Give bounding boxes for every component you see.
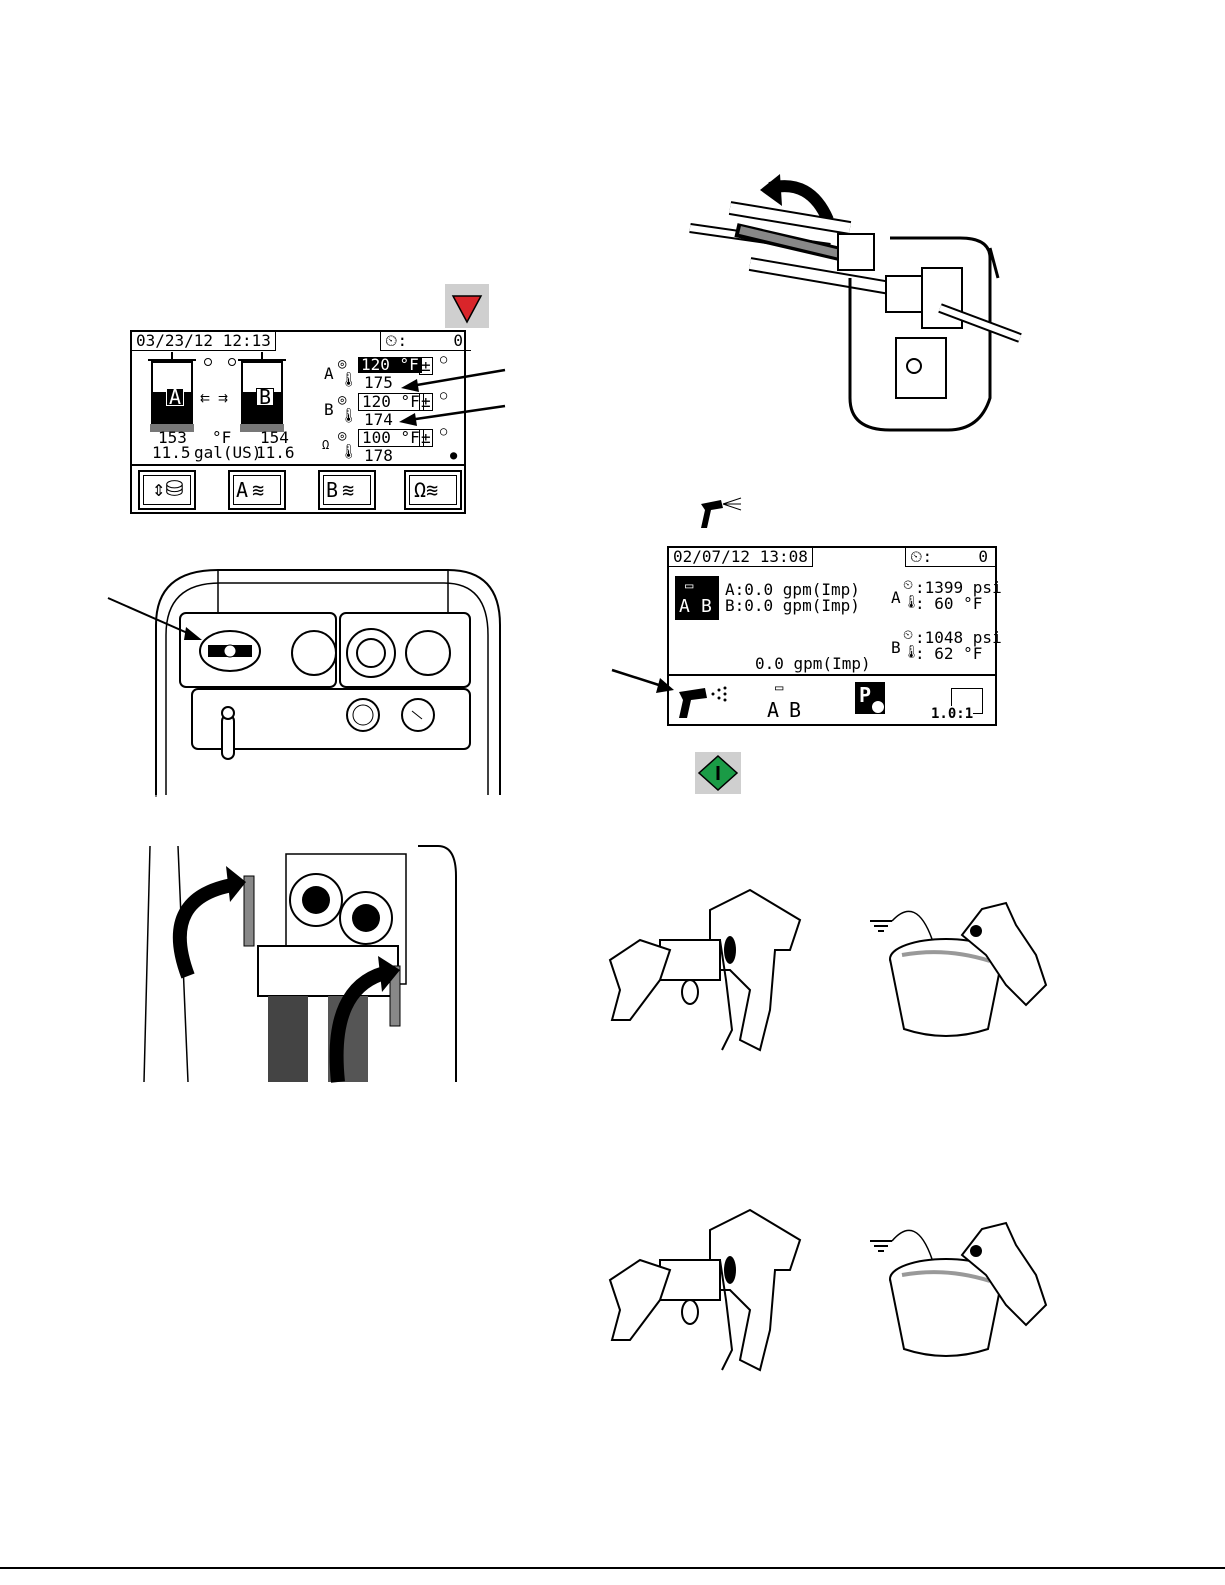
atb-softkey-a: A (767, 700, 779, 720)
atb-b: B (701, 598, 712, 616)
ground-icon (870, 911, 932, 939)
zone-a-actual: 175 (364, 375, 393, 391)
heat-waves-icon: ≋ (342, 478, 354, 502)
date-time: 02/07/12 13:08 (669, 548, 813, 567)
arrow-callout-icon (395, 360, 515, 430)
temp-b: : 62 °F (915, 646, 982, 662)
heat-waves-icon: ≋ (252, 478, 264, 502)
tank-level-softkey[interactable]: ⇕⛁ (138, 470, 196, 510)
atb-a: A (679, 598, 690, 616)
thermometer-icon: 🌡 (340, 444, 358, 460)
counter-value: 0 (453, 333, 463, 349)
atb-softkey[interactable]: ▭ A B (761, 680, 811, 724)
spray-gun-icon (675, 680, 735, 720)
atb-mode-icon: ▭ A B (675, 576, 719, 620)
page-footer-rule (0, 1567, 1225, 1569)
spray-softkey[interactable] (675, 680, 735, 720)
side-a-label: A (891, 590, 901, 606)
svg-text:⇉: ⇉ (218, 391, 228, 405)
tank-b-volume: 11.6 (256, 445, 295, 461)
flush-bucket-illustration (866, 895, 1056, 1045)
zone-hose-actual: 178 (364, 448, 393, 464)
heater-icon: ◎ (338, 392, 346, 408)
spray-gun-icon (697, 494, 745, 532)
thermometer-icon: 🌡 (340, 408, 358, 424)
park-gauge-icon (871, 700, 885, 714)
heat-hose-softkey[interactable]: Ω≋ (404, 470, 462, 510)
thermometer-icon: 🌡 (340, 372, 358, 388)
counter-box: ⏲: 0 (905, 548, 996, 567)
spray-status-screen: 02/07/12 13:08 ⏲: 0 ▭ A B A:0.0 gpm(Imp)… (667, 546, 997, 726)
tank-a-label: A (166, 388, 184, 406)
flow-b: B:0.0 gpm(Imp) (725, 598, 860, 614)
mixer-icon: ▭ (685, 578, 693, 594)
park-softkey[interactable]: P (855, 682, 885, 714)
counter-value: 0 (978, 549, 988, 565)
control-panel-illustration (108, 565, 508, 800)
zone-b-label: B (324, 402, 334, 418)
counter-box: ⏲: 0 (380, 332, 471, 351)
hose-heat-icon: Ω≋ (414, 478, 438, 502)
heater-icon: ◎ (338, 428, 346, 444)
bell-icon: ● (450, 448, 457, 462)
tank-b-label: B (256, 388, 274, 406)
manifold-illustration (690, 168, 1020, 448)
zone-hose-plusminus[interactable]: ± (419, 429, 433, 447)
spray-gun-illustration (600, 880, 820, 1060)
mixer-icon: ▭ (775, 680, 783, 696)
heat-a-label: A (236, 480, 248, 500)
tank-a-volume: 11.5 (152, 445, 191, 461)
ground-icon (870, 1230, 932, 1259)
heat-a-softkey[interactable]: A ≋ (228, 470, 286, 510)
heat-b-label: B (326, 480, 338, 500)
side-b-label: B (891, 640, 901, 656)
zone-a-label: A (324, 366, 334, 382)
flush-bucket-illustration (866, 1205, 1056, 1365)
pressure-gauge-icon: ⏲ (903, 628, 913, 643)
svg-text:⇇: ⇇ (200, 391, 210, 405)
date-time: 03/23/12 12:13 (132, 332, 276, 351)
softkey-divider (132, 464, 464, 466)
pressure-gauge-icon: ⏲ (903, 578, 913, 593)
arrow-callout-icon (610, 668, 680, 698)
heater-icon: ◎ (338, 356, 346, 372)
start-diamond-icon (695, 752, 741, 794)
zone-hose-setpoint[interactable]: 100 °F (358, 429, 424, 447)
spray-gun-illustration (600, 1200, 820, 1380)
atb-softkey-b: B (789, 700, 801, 720)
timer-icon: ⏲: (385, 331, 407, 350)
start-button[interactable] (695, 752, 741, 794)
ratio-softkey[interactable]: 1.0:1 (931, 688, 983, 722)
tank-refill-icon: ⇕⛁ (152, 477, 184, 502)
zone-b-actual: 174 (364, 412, 393, 428)
volume-unit: gal(US) (194, 445, 261, 461)
heat-b-softkey[interactable]: B ≋ (318, 470, 376, 510)
pump-valve-illustration (138, 846, 498, 1086)
hose-icon: Ω (322, 438, 329, 452)
ratio-value: 1.0:1 (931, 706, 973, 722)
timer-icon: ⏲: (910, 547, 932, 566)
total-flow: 0.0 gpm(Imp) (755, 656, 871, 672)
temp-a: : 60 °F (915, 596, 982, 612)
stop-button[interactable] (445, 284, 489, 328)
softkey-divider (669, 674, 995, 676)
park-label: P (859, 685, 871, 705)
stop-triangle-icon (445, 284, 489, 328)
